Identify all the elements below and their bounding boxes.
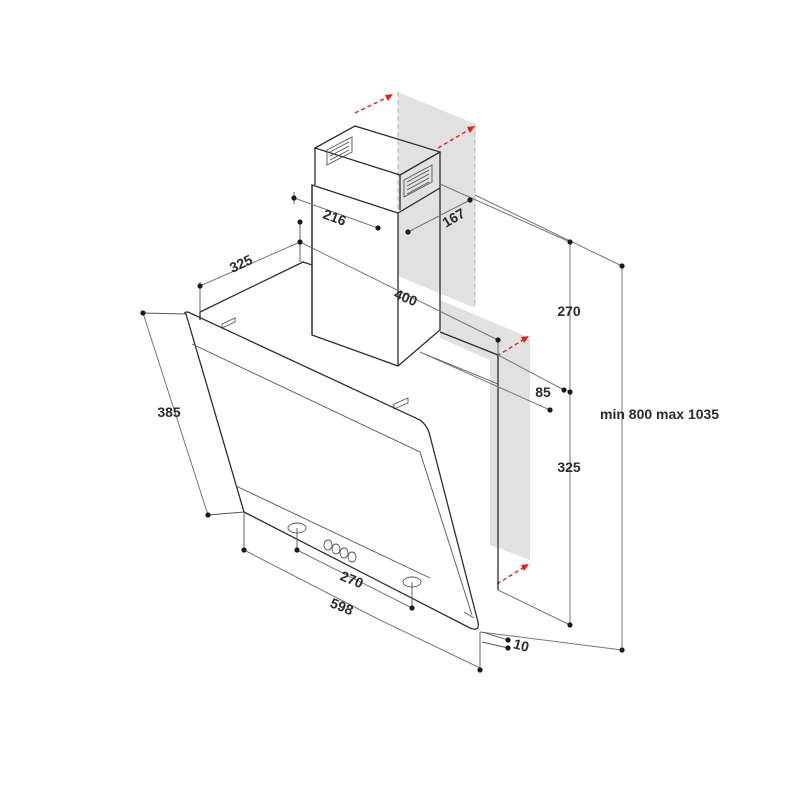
button-2: [331, 543, 341, 555]
label-control-spacing: 270: [338, 568, 366, 592]
extension-arrows: [354, 94, 529, 585]
dimension-dots: [140, 195, 625, 673]
label-panel-height: 385: [157, 404, 181, 420]
label-glass-thickness: 10: [512, 635, 531, 655]
button-3: [339, 547, 349, 559]
wall-zone-lower: [440, 300, 530, 560]
vent-grille-left: [326, 136, 353, 166]
upper-chimney: [313, 125, 442, 210]
label-lower-height: 325: [557, 459, 581, 475]
label-upper-height: 270: [557, 303, 581, 319]
label-wall-gap: 85: [535, 384, 551, 400]
button-1: [323, 539, 333, 551]
control-panel: [287, 522, 475, 619]
label-total-height: min 800 max 1035: [600, 406, 719, 422]
dimension-lines: [142, 183, 623, 672]
label-body-depth: 325: [227, 251, 255, 275]
lower-chimney: [311, 184, 441, 367]
button-4: [347, 551, 357, 563]
label-total-width: 598: [328, 595, 356, 619]
label-chimney-offset: 400: [392, 286, 420, 310]
wall-zone-upper: [397, 92, 476, 308]
label-chimney-width: 216: [321, 206, 349, 229]
vent-grille-right: [403, 164, 433, 198]
glass-panel: [184, 311, 479, 630]
